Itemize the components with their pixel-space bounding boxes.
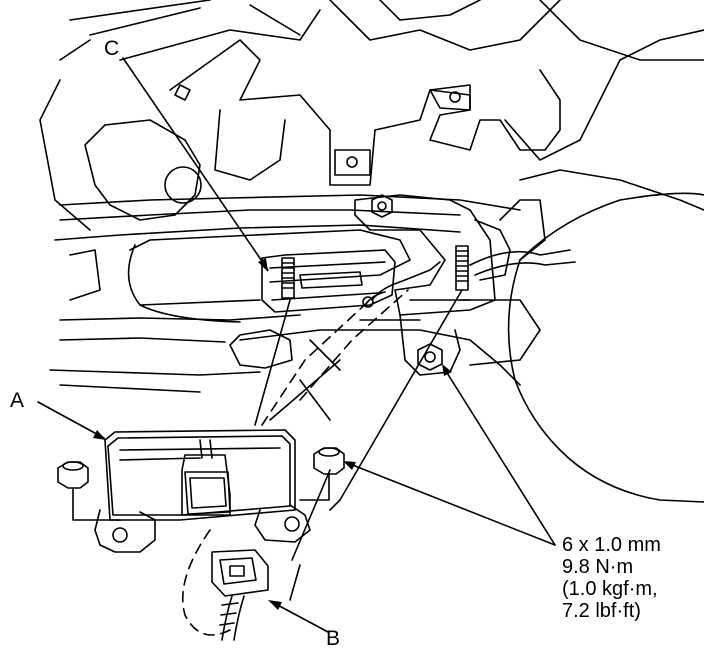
arrowhead-b (268, 600, 282, 610)
leader-lines-bolts (344, 367, 556, 546)
connector-wire (219, 595, 245, 641)
stud-left (281, 257, 295, 299)
sensor-body (104, 429, 296, 521)
mounting-bracket (229, 194, 546, 376)
torque-value-lbfft: 7.2 lbf·ft) (562, 600, 641, 622)
callout-c-label: C (104, 37, 120, 60)
arrowhead-a (93, 430, 106, 440)
bolt-upper (371, 194, 393, 218)
vehicle-body-structure (39, 0, 704, 231)
harness-connector (211, 549, 269, 597)
right-component (507, 192, 704, 503)
leader-line-b (271, 601, 329, 633)
torque-value-kgfm: (1.0 kgf·m, (562, 578, 658, 600)
sensor-mount-ear-right (254, 504, 311, 543)
stud-right (455, 245, 469, 291)
sensor-mount-ear-left (94, 509, 156, 553)
wire-harness (362, 249, 576, 308)
nut-left (57, 461, 89, 489)
arrowhead-bolt-2 (343, 461, 356, 470)
callout-a-label: A (10, 389, 25, 412)
arrowhead-bolt-1 (442, 364, 452, 376)
frame-rails (49, 194, 541, 421)
torque-value-nm: 9.8 N·m (562, 556, 634, 578)
leader-line-a (37, 401, 105, 439)
sensor-connector-socket (184, 471, 231, 515)
torque-spec: 6 x 1.0 mm 9.8 N·m (1.0 kgf·m, 7.2 lbf·f… (562, 534, 661, 622)
nut-right (313, 447, 345, 475)
torque-bolt-size: 6 x 1.0 mm (562, 534, 661, 556)
bolt-lower-right (417, 343, 443, 371)
leader-line-c (122, 57, 269, 271)
arrowhead-c (258, 258, 268, 272)
guide-lines (72, 289, 463, 601)
callout-b-label: B (326, 627, 341, 650)
